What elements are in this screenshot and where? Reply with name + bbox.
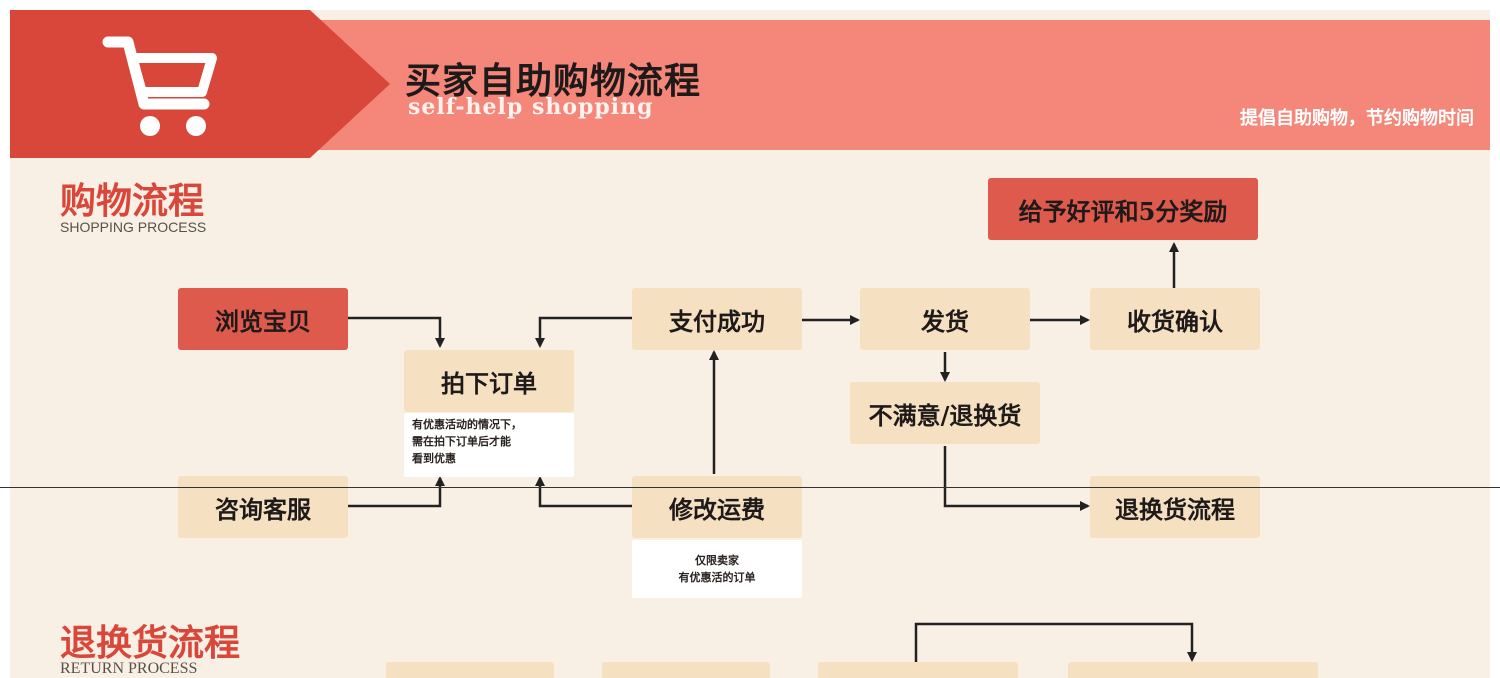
connector-unsatisfied-to-return — [943, 446, 1090, 511]
order-note-line: 需在拍下订单后才能 — [412, 435, 511, 448]
return-node — [602, 662, 770, 678]
connector-consult-to-order — [348, 476, 445, 508]
horizontal-divider-line — [0, 487, 1500, 488]
shopping-cart-icon — [102, 36, 217, 136]
node-consult-service: 咨询客服 — [178, 476, 348, 538]
header-subtitle: self-help shopping — [408, 94, 654, 120]
header-title: 买家自助购物流程 — [405, 60, 702, 102]
order-note-line: 有优惠活动的情况下， — [412, 418, 522, 431]
connector-pay-to-order — [535, 316, 632, 348]
shopping-section-title: 购物流程 — [60, 180, 205, 222]
shopping-section-subtitle: SHOPPING PROCESS — [60, 219, 207, 235]
node-modify-freight: 修改运费 — [632, 476, 802, 538]
modify-note-line: 仅限卖家 — [695, 554, 739, 567]
node-browse: 浏览宝贝 — [178, 288, 348, 350]
connector-browse-to-order — [348, 316, 445, 348]
node-return-process: 退换货流程 — [1090, 476, 1260, 538]
order-note: 有优惠活动的情况下， 需在拍下订单后才能 看到优惠 — [404, 413, 574, 477]
connector-modify-to-order — [535, 476, 632, 508]
header-slogan: 提倡自助购物，节约购物时间 — [1240, 108, 1474, 129]
return-node — [1068, 662, 1318, 678]
node-payment-success: 支付成功 — [632, 288, 802, 350]
node-unsatisfied-return: 不满意/退换货 — [850, 382, 1040, 444]
node-ship: 发货 — [860, 288, 1030, 350]
return-section-title: 退换货流程 — [60, 622, 241, 664]
node-place-order: 拍下订单 — [404, 350, 574, 412]
modify-note-line: 有优惠活的订单 — [678, 571, 756, 584]
return-node — [818, 662, 1018, 678]
return-section-subtitle: RETURN PROCESS — [60, 660, 198, 677]
node-good-review: 给予好评和5分奖励 — [988, 178, 1258, 240]
order-note-line: 看到优惠 — [412, 452, 456, 465]
modify-note: 仅限卖家 有优惠活的订单 — [632, 540, 802, 598]
connector-return-branch — [914, 622, 1197, 662]
return-node — [386, 662, 554, 678]
node-confirm-receipt: 收货确认 — [1090, 288, 1260, 350]
